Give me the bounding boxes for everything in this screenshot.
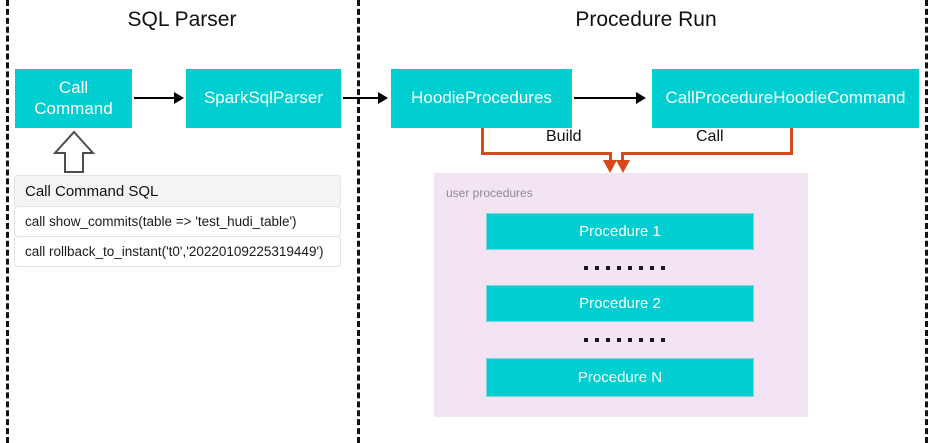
section-divider-right (925, 0, 928, 443)
edge-label-build: Build (546, 128, 582, 145)
node-call-command-line1: Call (58, 78, 89, 98)
arrow-sparksqlparser-to-hoodieprocedures-head (378, 92, 388, 104)
call-connector-vertical-drop (621, 152, 624, 162)
build-connector-vertical-drop (609, 152, 612, 162)
arrow-hoodieprocedures-to-callprocedure-line (574, 97, 637, 99)
arrow-callcommand-to-sparksqlparser-line (134, 97, 176, 99)
node-call-command-line2: Command (34, 98, 113, 118)
node-call-command[interactable]: Call Command (15, 69, 132, 128)
call-connector-horizontal (621, 152, 793, 155)
procedure-item-2[interactable]: Procedure 2 (486, 285, 754, 322)
node-call-procedure-hoodie-command[interactable]: CallProcedureHoodieCommand (652, 69, 919, 128)
user-procedures-label: user procedures (446, 186, 533, 200)
sql-table-row: call show_commits(table => 'test_hudi_ta… (14, 206, 341, 237)
sql-table-row: call rollback_to_instant('t0','202201092… (14, 236, 341, 267)
ellipsis-dots-1 (584, 266, 665, 270)
arrow-hoodieprocedures-to-callprocedure-head (636, 92, 646, 104)
node-spark-sql-parser[interactable]: SparkSqlParser (186, 69, 341, 128)
build-connector-horizontal (481, 152, 612, 155)
sql-table-header: Call Command SQL (14, 175, 341, 207)
build-connector-vertical-left (481, 128, 484, 155)
procedure-item-n[interactable]: Procedure N (486, 358, 754, 397)
node-hoodie-procedures[interactable]: HoodieProcedures (391, 69, 572, 128)
hollow-up-arrow-icon (52, 130, 96, 179)
call-connector-vertical-right (790, 128, 793, 155)
edge-label-call: Call (696, 128, 724, 145)
procedure-item-1[interactable]: Procedure 1 (486, 213, 754, 250)
section-divider-left (6, 0, 9, 443)
arrow-callcommand-to-sparksqlparser-head (174, 92, 184, 104)
section-divider-middle (357, 0, 360, 443)
build-connector-arrowhead (603, 160, 617, 173)
section-title-procedure-run: Procedure Run (575, 8, 717, 31)
section-title-sql-parser: SQL Parser (127, 8, 237, 31)
call-command-sql-table: Call Command SQL call show_commits(table… (14, 175, 341, 269)
arrow-sparksqlparser-to-hoodieprocedures-line (343, 97, 379, 99)
call-connector-arrowhead (616, 160, 630, 173)
ellipsis-dots-2 (584, 338, 665, 342)
